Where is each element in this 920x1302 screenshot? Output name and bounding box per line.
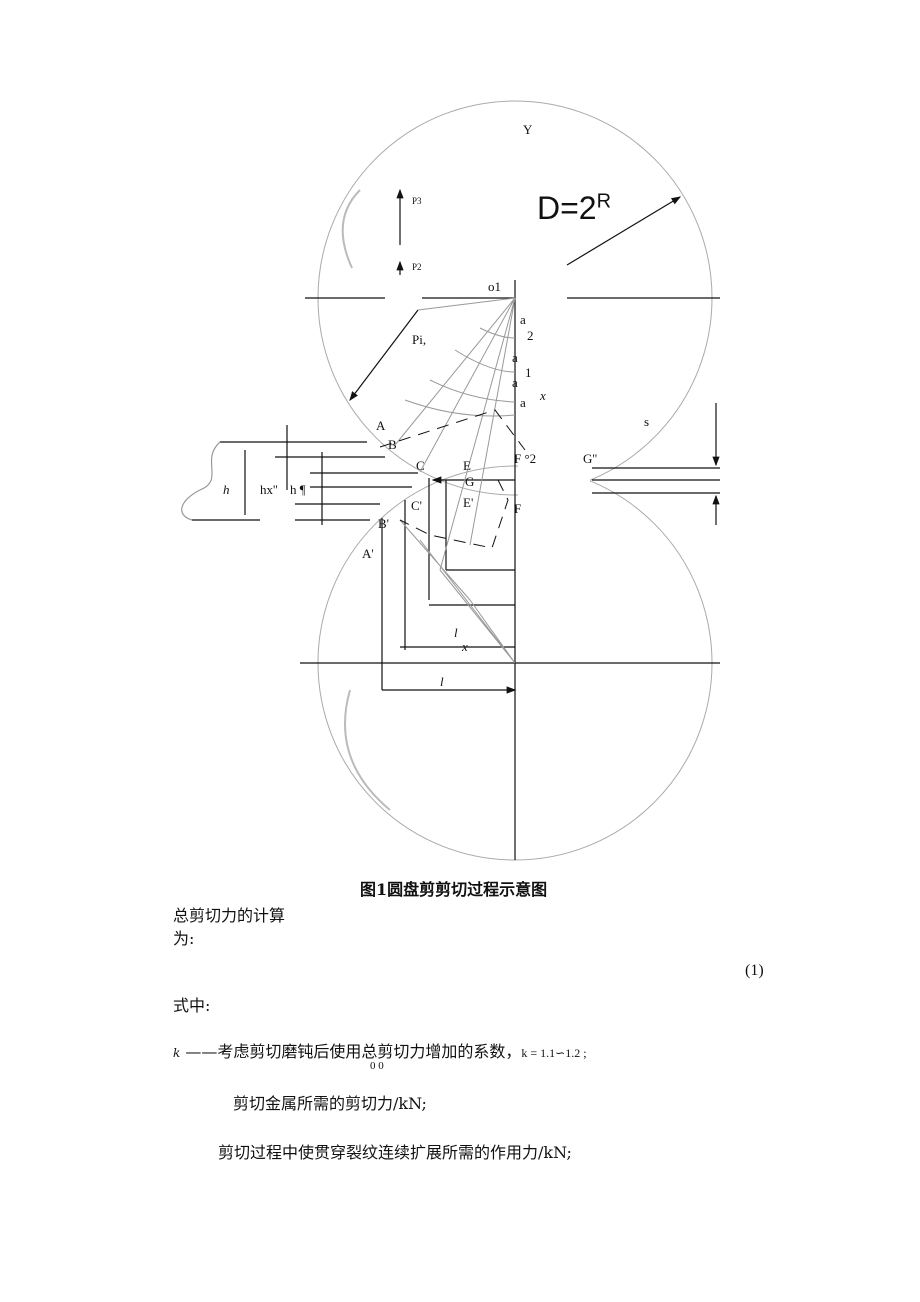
figure-caption: 图1圆盘剪剪切过程示意图 — [360, 880, 548, 899]
label-E-prime: E' — [463, 495, 474, 510]
subscript-note: 0 0 — [370, 1060, 384, 1072]
label-E: E — [463, 458, 471, 473]
intro-line-1: 总剪切力的计算 — [173, 906, 286, 925]
label-s: s — [644, 414, 650, 429]
label-a: a — [512, 375, 518, 390]
label-lx: x — [462, 639, 468, 654]
label-2: 2 — [527, 328, 534, 343]
label-1: 1 — [525, 365, 532, 380]
where-label: 式中: — [173, 996, 211, 1015]
label-h: h — [223, 482, 230, 497]
label-ax: a — [520, 395, 526, 410]
label-F: F — [514, 501, 522, 516]
k-definition: k ——考虑剪切磨钝后使用总剪切力增加的系数，k = 1.1∽1.2 ; — [173, 1038, 587, 1062]
label-C: C — [416, 458, 425, 473]
label-G: G — [465, 474, 475, 489]
label-p3: P3 — [412, 196, 422, 206]
label-l: l — [454, 625, 458, 640]
label-F-o2: F °2 — [514, 451, 537, 466]
label-hf: h ¶ — [290, 482, 306, 497]
label-A: A — [376, 418, 386, 433]
label-l2: l — [440, 674, 444, 689]
label-p1: Pi, — [412, 332, 427, 347]
definition-item-1: 剪切金属所需的剪切力/kN; — [233, 1094, 427, 1113]
label-hx: hx'' — [260, 482, 278, 497]
label-C-prime: C' — [411, 498, 423, 513]
k-symbol: k — [173, 1046, 181, 1060]
label-A-prime: A' — [362, 546, 374, 561]
k-range: k = 1.1∽1.2 ; — [521, 1046, 587, 1060]
label-B-prime: B' — [378, 516, 390, 531]
definition-item-2: 剪切过程中使贯穿裂纹连续扩展所需的作用力/kN; — [218, 1143, 572, 1162]
label-a2: a — [520, 312, 526, 327]
shearing-process-diagram — [181, 100, 720, 861]
label-G-double-prime: G'' — [583, 451, 598, 466]
label-a1: a — [512, 350, 518, 365]
k-description: ——考虑剪切磨钝后使用总剪切力增加的系数， — [185, 1042, 522, 1061]
label-diameter: D=2R — [537, 190, 612, 226]
equation-number: (1) — [745, 962, 764, 979]
label-B: B — [388, 437, 397, 452]
intro-line-2: 为: — [173, 929, 195, 948]
label-o1: o1 — [488, 279, 501, 294]
label-y: Y — [523, 122, 533, 137]
label-p2: P2 — [412, 262, 422, 272]
label-x: x — [540, 388, 546, 403]
